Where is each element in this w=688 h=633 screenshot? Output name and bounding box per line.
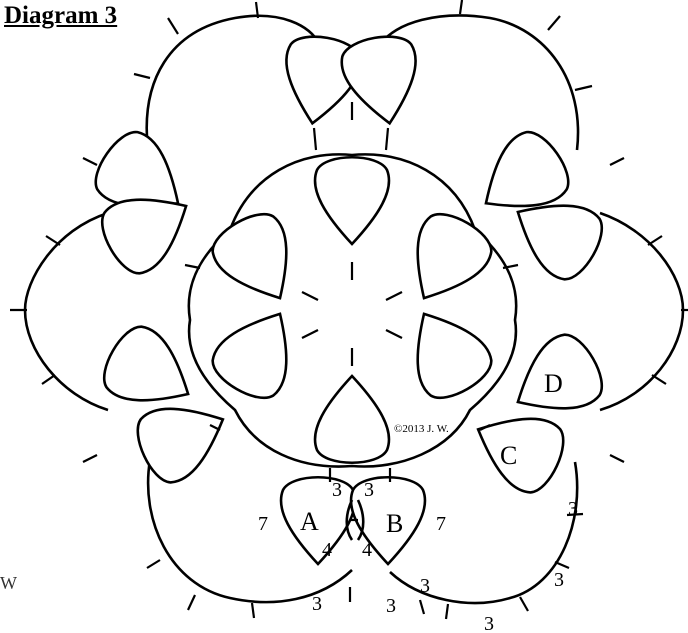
copyright-text: ©2013 J. W. [394, 423, 449, 435]
diagram-title: Diagram 3 [4, 2, 118, 29]
chain-bottom-left [146, 459, 353, 604]
count-chain-right-1: 3 [568, 498, 578, 520]
ring-label-d: D [544, 369, 563, 398]
count-chain-bottom-3: 3 [420, 575, 430, 597]
ring-center-right-top [390, 203, 501, 318]
count-b-top: 3 [364, 479, 374, 501]
center-chain [187, 153, 518, 468]
ring-center-bottom [313, 374, 391, 465]
edge-letter: W [0, 573, 17, 593]
ring-center-right-bottom [390, 294, 501, 409]
chain-top-left [145, 14, 322, 151]
count-a-join: 4 [322, 539, 332, 561]
chain-bottom-right [389, 461, 579, 605]
chain-right [599, 211, 685, 412]
count-a-left: 7 [258, 513, 268, 535]
labels: A B C D 3 7 4 3 7 4 3 3 3 3 3 3 ©2013 J.… [258, 369, 578, 633]
ring-center-left-top [203, 203, 314, 318]
ring-center-top [313, 155, 391, 246]
rings [84, 30, 613, 566]
center-inner-chain [187, 153, 518, 468]
ring-c [461, 394, 574, 501]
outer-picots [10, 0, 688, 620]
ring-label-b: B [386, 509, 403, 538]
ring-label-a: A [300, 507, 319, 536]
ring-center-left-bottom [203, 294, 314, 409]
count-b-join: 4 [362, 539, 372, 561]
count-chain-bottom-4: 3 [484, 613, 494, 633]
chain-left [23, 211, 109, 412]
count-chain-bottom-1: 3 [312, 593, 322, 615]
chain-top-right [378, 14, 580, 151]
ring-label-c: C [500, 441, 517, 470]
count-a-top: 3 [332, 479, 342, 501]
count-chain-right-2: 3 [554, 569, 564, 591]
count-chain-bottom-2: 3 [386, 595, 396, 617]
count-b-right: 7 [436, 513, 446, 535]
